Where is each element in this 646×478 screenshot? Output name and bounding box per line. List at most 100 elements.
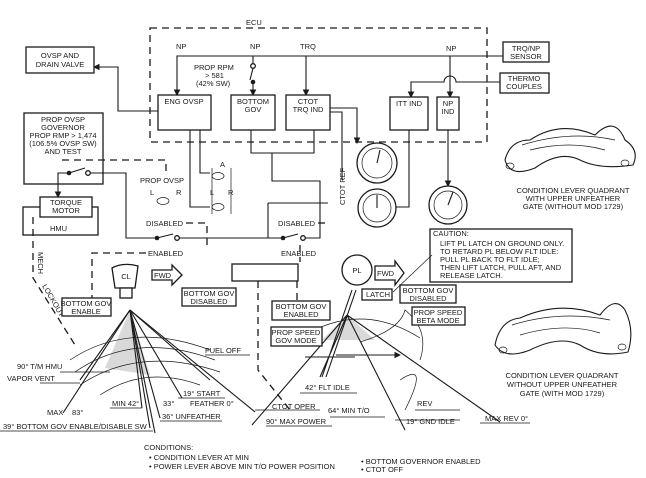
label: BOTTOM GOV bbox=[61, 299, 112, 308]
condition-bullet: • POWER LEVER ABOVE MIN T/O POWER POSITI… bbox=[149, 462, 335, 471]
ctot-oper-label: CTOT OPER bbox=[272, 402, 316, 411]
hmu-label: HMU bbox=[50, 224, 67, 233]
condition-bullet: • BOTTOM GOVERNOR ENABLED bbox=[361, 457, 481, 466]
itt-gauge bbox=[357, 188, 397, 228]
np-label: NP bbox=[250, 42, 260, 51]
enabled-label: ENABLED bbox=[281, 249, 317, 258]
ctot-ref-label: CTOT REF bbox=[338, 167, 347, 205]
svg-text:LIFT PL LATCH ON GROUND ONLY.: LIFT PL LATCH ON GROUND ONLY. bbox=[440, 239, 564, 248]
trq-label: TRQ bbox=[300, 42, 316, 51]
torque-motor-box bbox=[39, 196, 93, 218]
fwd-arrow bbox=[374, 259, 405, 287]
svg-text:(106.5% OVSP SW): (106.5% OVSP SW) bbox=[29, 139, 97, 148]
33-label: 33° bbox=[163, 399, 174, 408]
svg-text:PROP RMP > 1,474: PROP RMP > 1,474 bbox=[29, 131, 96, 140]
condition-lever-knob[interactable] bbox=[111, 263, 139, 289]
torque-motor-label: TORQUE bbox=[50, 198, 82, 207]
label: BETA MODE bbox=[416, 316, 459, 325]
fuel-off-label: FUEL OFF bbox=[205, 346, 241, 355]
svg-text:PROP RPM: PROP RPM bbox=[194, 63, 234, 72]
label: BOTTOM GOV bbox=[276, 302, 327, 311]
power-lever-knob[interactable] bbox=[341, 254, 373, 286]
vapor-vent-label: VAPOR VENT bbox=[7, 374, 55, 383]
svg-text:AND TEST: AND TEST bbox=[45, 147, 82, 156]
thermocouples-box bbox=[499, 72, 550, 94]
pl-label: PL bbox=[352, 266, 361, 275]
conditions-title: CONDITIONS: bbox=[144, 443, 193, 452]
quadrant-caption: GATE (WITH MOD 1729) bbox=[520, 389, 605, 398]
quadrant-caption: WITHOUT UPPER UNFEATHER bbox=[507, 380, 618, 389]
svg-text:(42% SW): (42% SW) bbox=[196, 79, 231, 88]
np-gauge bbox=[428, 185, 468, 225]
np-ind-label: NP bbox=[443, 99, 453, 108]
ctot-label: CTOT bbox=[298, 97, 319, 106]
ovsp-drain-valve-box bbox=[25, 46, 95, 74]
label: ENABLE bbox=[71, 307, 101, 316]
feather-label: FEATHER 0° bbox=[190, 399, 234, 408]
ovsp-drain-label: DRAIN VALVE bbox=[36, 60, 85, 69]
ctot-switch-panel[interactable] bbox=[231, 263, 299, 282]
prop-speed-gov-mode-box bbox=[270, 326, 323, 347]
latch-label: LATCH bbox=[366, 290, 390, 299]
torque-motor-label: MOTOR bbox=[52, 206, 80, 215]
min42-label: MIN 42° bbox=[112, 399, 139, 408]
svg-text:THEN LIFT LATCH, PULL AFT, AND: THEN LIFT LATCH, PULL AFT, AND bbox=[440, 263, 562, 272]
bottom-gov-enable-box bbox=[61, 297, 112, 317]
quadrant-without-gate-illustration bbox=[494, 303, 632, 355]
label: BOTTOM GOV bbox=[184, 289, 235, 298]
condition-bullet: • CONDITION LEVER AT MIN bbox=[149, 453, 249, 462]
mech-label: MECH bbox=[36, 252, 45, 274]
prop-ovsp-label[interactable]: PROP OVSP bbox=[140, 176, 184, 185]
label: GOV MODE bbox=[275, 336, 316, 345]
caution-box bbox=[429, 228, 573, 283]
ctot-trq-ind-box bbox=[285, 94, 331, 131]
ovsp-drain-label: OVSP AND bbox=[41, 51, 80, 60]
quadrant-caption: WITH UPPER UNFEATHER bbox=[526, 194, 621, 203]
itt-ind-label: ITT IND bbox=[396, 99, 423, 108]
prop-ovsp-governor-label: PROP OVSP GOVERNOR PROP RMP > 1,474 (106… bbox=[29, 115, 97, 156]
torque-gauge bbox=[356, 142, 398, 184]
tm-hmu-label: 90° T/M HMU bbox=[17, 362, 62, 371]
max-label: MAX bbox=[47, 408, 63, 417]
83-label: 83° bbox=[72, 408, 83, 417]
enabled-label: ENABLED bbox=[148, 249, 184, 258]
bottom-gov-box bbox=[230, 94, 276, 131]
sensor-label: SENSOR bbox=[510, 52, 542, 61]
label: ENABLED bbox=[283, 310, 319, 319]
l-label: L bbox=[150, 188, 154, 197]
fwd-label: FWD bbox=[377, 269, 395, 278]
toggle-b[interactable] bbox=[211, 203, 225, 211]
svg-text:GOVERNOR: GOVERNOR bbox=[41, 123, 85, 132]
toggle-a[interactable] bbox=[211, 172, 225, 180]
eng-ovsp-label: ENG OVSP bbox=[164, 97, 203, 106]
np-ind-label: IND bbox=[442, 107, 456, 116]
svg-text:> 581: > 581 bbox=[205, 71, 224, 80]
prop-rpm-switch-label: PROP RPM > 581 (42% SW) bbox=[194, 63, 234, 88]
disabled-label: DISABLED bbox=[146, 219, 184, 228]
caution-title: CAUTION: bbox=[433, 229, 469, 238]
start-label: 19° START bbox=[183, 389, 221, 398]
label: PROP SPEED bbox=[272, 328, 321, 337]
min-to-label: 64° MIN T/O bbox=[328, 406, 370, 415]
sensor-label: TRQ/NP bbox=[512, 44, 540, 53]
eng-ovsp-box bbox=[157, 94, 212, 131]
bottom-gov-disabled-box bbox=[181, 287, 237, 307]
fwd-arrow bbox=[151, 263, 183, 287]
np-label: NP bbox=[446, 44, 456, 53]
thermo-label: COUPLES bbox=[506, 82, 542, 91]
bottom-gov-label: BOTTOM bbox=[237, 97, 269, 106]
prop-ovsp-toggle[interactable] bbox=[156, 197, 170, 205]
gnd-idle-label: 19° GND IDLE bbox=[406, 417, 455, 426]
np-label: NP bbox=[176, 42, 186, 51]
svg-text:PULL PL BACK TO FLT IDLE;: PULL PL BACK TO FLT IDLE; bbox=[440, 255, 540, 264]
quadrant-caption: CONDITION LEVER QUADRANT bbox=[517, 186, 630, 195]
a-label: A bbox=[220, 160, 225, 169]
latch-box[interactable] bbox=[361, 288, 393, 301]
quadrant-caption: GATE (WITHOUT MOD 1729) bbox=[523, 202, 624, 211]
svg-text:RELEASE LATCH.: RELEASE LATCH. bbox=[440, 271, 503, 280]
condition-bullet: • CTOT OFF bbox=[361, 465, 403, 474]
ecu-boundary bbox=[149, 27, 488, 143]
caution-text: LIFT PL LATCH ON GROUND ONLY. TO RETARD … bbox=[440, 239, 564, 280]
fwd-label: FWD bbox=[154, 271, 172, 280]
